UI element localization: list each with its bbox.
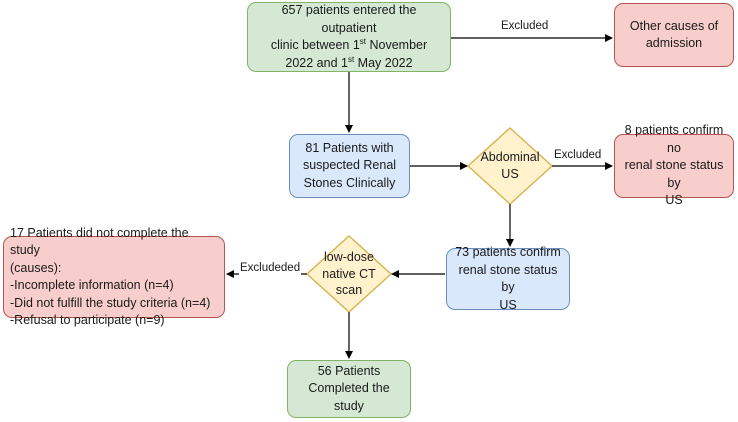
enrolled-line-1: 657 patients entered the outpatient	[281, 3, 417, 35]
no-stone-line-2: renal stone status by	[624, 158, 724, 190]
other-causes-box: Other causes of admission	[614, 3, 734, 67]
ct-scan-label: low-dose native CT scan	[322, 249, 376, 298]
incomplete-line-4: -Did not fulfill the study criteria (n=4…	[10, 295, 211, 310]
confirmed-line-3: US	[499, 297, 517, 312]
completed-study-box: 56 Patients Completed the study	[287, 360, 411, 418]
enrolled-line-3: 2022 and 1st May 2022	[285, 54, 413, 70]
enrolled-line-2: clinic between 1st November	[270, 36, 428, 52]
completed-line-1: 56 Patients	[317, 363, 381, 378]
other-causes-line-2: admission	[645, 36, 703, 50]
suspected-line-3: Stones Clinically	[303, 175, 396, 190]
confirmed-stone-box: 73 patients confirm renal stone status b…	[446, 245, 570, 312]
confirmed-line-1: 73 patients confirm	[455, 245, 561, 259]
excluded-label-us: Excluded	[553, 149, 603, 163]
incomplete-study-box: 17 Patients did not complete the study (…	[3, 226, 225, 327]
abdominal-us-label: Abdominal US	[480, 150, 540, 181]
other-causes-line-1: Other causes of	[629, 18, 719, 33]
suspected-line-1: 81 Patients with	[305, 140, 394, 155]
completed-line-2: Completed the study	[308, 381, 390, 413]
incomplete-line-5: -Refusal to participate (n=9)	[10, 313, 165, 327]
suspected-line-2: suspected Renal	[302, 158, 397, 173]
incomplete-line-1: 17 Patients did not complete the study	[10, 225, 189, 258]
no-stone-line-3: US	[665, 193, 683, 208]
excluded-label-top: Excluded	[500, 20, 550, 34]
incomplete-line-3: -Incomplete information (n=4)	[10, 278, 174, 292]
no-stone-line-1: 8 patients confirm no	[624, 123, 724, 155]
no-stone-box: 8 patients confirm no renal stone status…	[614, 123, 734, 207]
excluded-label-ct: Excludeded	[239, 262, 302, 276]
suspected-renal-stones-box: 81 Patients with suspected Renal Stones …	[289, 134, 410, 198]
confirmed-line-2: renal stone status by	[458, 262, 558, 295]
incomplete-line-2: (causes):	[10, 260, 62, 275]
enrolled-patients-box: 657 patients entered the outpatient clin…	[247, 2, 451, 72]
